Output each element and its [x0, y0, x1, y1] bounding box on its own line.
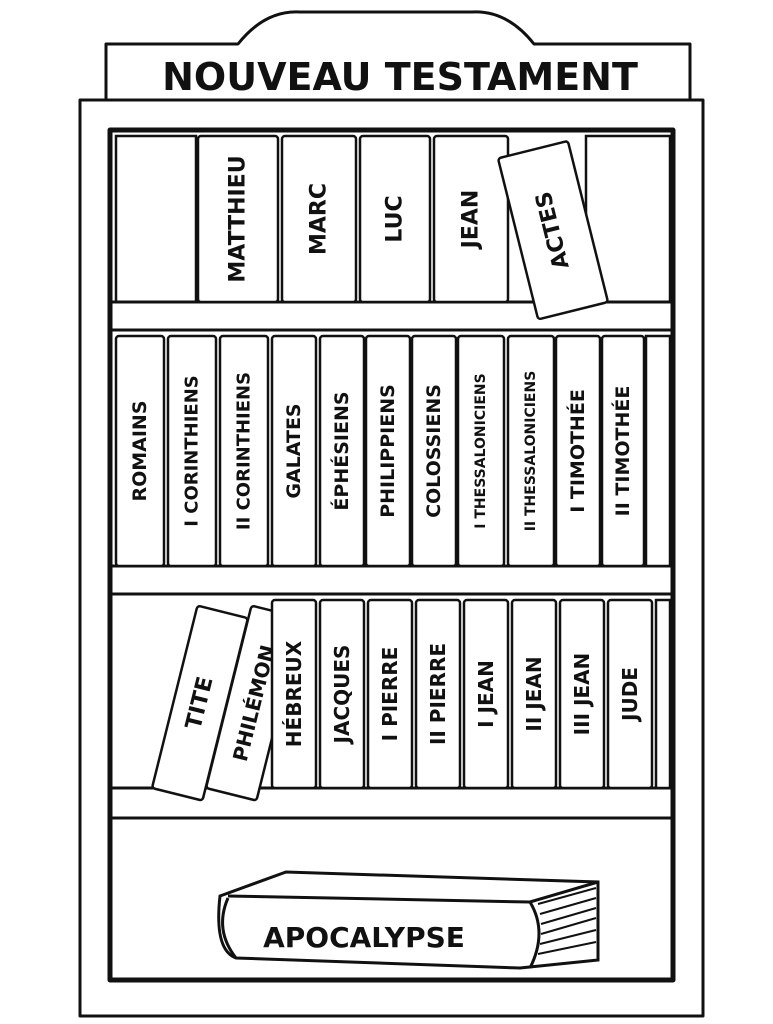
book-spine: [114, 334, 166, 568]
book-spine: [270, 334, 318, 568]
book-label: JUDE: [618, 667, 642, 723]
book-label: MARC: [307, 183, 332, 255]
book-ephesiens: ÉPHÉSIENS: [318, 334, 366, 568]
book-galates: GALATES: [270, 334, 318, 568]
book-spine: [497, 140, 609, 321]
book-jacques: JACQUES: [318, 598, 366, 790]
book-spine: [432, 134, 510, 304]
book-spine: [554, 334, 602, 568]
book-spine: [506, 334, 556, 568]
book-lying-pages: [537, 887, 597, 955]
book-ii-pierre: II PIERRE: [414, 598, 462, 790]
book-actes: ACTES: [497, 140, 609, 321]
book-label: ÉPHÉSIENS: [330, 391, 353, 510]
book-label: II THESSALONICIENS: [523, 371, 539, 532]
shelf-1-filler: [114, 134, 198, 304]
book-lying-spine-curve: [528, 901, 541, 969]
book-jean: JEAN: [432, 134, 510, 304]
book-label: LUC: [383, 195, 408, 242]
book-spine: [196, 134, 280, 304]
book-philippiens: PHILIPPIENS: [364, 334, 412, 568]
books-layer: MATTHIEU MARC LUC JEAN ACTES ROMAINS I CORINTH…: [114, 134, 672, 802]
book-label: JEAN: [459, 190, 484, 251]
page-title: NOUVEAU TESTAMENT: [162, 55, 638, 99]
book-spine: [510, 598, 558, 790]
book-colossiens: COLOSSIENS: [410, 334, 458, 568]
book-spine: [166, 334, 218, 568]
book-tite: TITE: [151, 604, 249, 802]
book-label-apocalypse: APOCALYPSE: [263, 921, 465, 954]
book-i-corinthiens: I CORINTHIENS: [166, 334, 218, 568]
book-lying-spine-left: [221, 897, 238, 959]
book-luc: LUC: [358, 134, 432, 304]
book-label: ROMAINS: [129, 400, 151, 501]
book-spine: [456, 334, 506, 568]
book-spine: [364, 334, 412, 568]
cabinet-inner: [107, 127, 676, 983]
book-spine: [270, 598, 318, 790]
book-spine: [366, 598, 414, 790]
book-ii-timothee: II TIMOTHÉE: [600, 334, 646, 568]
book-jude: JUDE: [606, 598, 654, 790]
book-label: I TIMOTHÉE: [566, 389, 589, 513]
book-ii-thessaloniciens: II THESSALONICIENS: [506, 334, 556, 568]
book-label: MATTHIEU: [226, 155, 251, 282]
book-unlabeled: [644, 334, 672, 568]
book-marc: MARC: [280, 134, 358, 304]
book-spine: [606, 598, 654, 790]
cabinet-outer: [78, 98, 705, 1018]
shelf-board-2: [108, 564, 675, 596]
book-iii-jean: III JEAN: [558, 598, 606, 790]
book-i-pierre: I PIERRE: [366, 598, 414, 790]
book-label: HÉBREUX: [282, 640, 306, 747]
book-label: II CORINTHIENS: [234, 372, 255, 530]
book-label: I JEAN: [474, 660, 498, 728]
book-i-thessaloniciens: I THESSALONICIENS: [456, 334, 506, 568]
book-spine: [600, 334, 646, 568]
book-ii-corinthiens: II CORINTHIENS: [218, 334, 270, 568]
book-spine: [410, 334, 458, 568]
book-spine: [414, 598, 462, 790]
book-matthieu: MATTHIEU: [196, 134, 280, 304]
book-spine: [318, 334, 366, 568]
book-romains: ROMAINS: [114, 334, 166, 568]
book-spine: [218, 334, 270, 568]
book-i-jean: I JEAN: [462, 598, 510, 790]
book-spine: [318, 598, 366, 790]
book-lying-body: [217, 870, 600, 970]
book-label: II PIERRE: [426, 643, 450, 745]
book-label: I THESSALONICIENS: [473, 373, 489, 528]
book-lying: APOCALYPSE: [217, 870, 600, 970]
book-i-timothee: I TIMOTHÉE: [554, 334, 602, 568]
book-label: II TIMOTHÉE: [611, 386, 634, 517]
book-label: GALATES: [283, 403, 305, 498]
book-label: III JEAN: [570, 653, 594, 736]
book-label: I PIERRE: [378, 647, 402, 742]
book-label: JACQUES: [330, 645, 354, 746]
sign-board: [104, 10, 692, 100]
book-label: COLOSSIENS: [423, 384, 445, 518]
book-spine: [558, 598, 606, 790]
book-hebreux: HÉBREUX: [270, 598, 318, 790]
book-label: II JEAN: [522, 656, 546, 731]
book-ii-jean: II JEAN: [510, 598, 558, 790]
book-spine: [280, 134, 358, 304]
book-spine: [462, 598, 510, 790]
book-unlabeled: [654, 598, 672, 790]
book-label: I CORINTHIENS: [182, 375, 203, 526]
book-label: PHILIPPIENS: [377, 384, 399, 518]
book-spine: [358, 134, 432, 304]
